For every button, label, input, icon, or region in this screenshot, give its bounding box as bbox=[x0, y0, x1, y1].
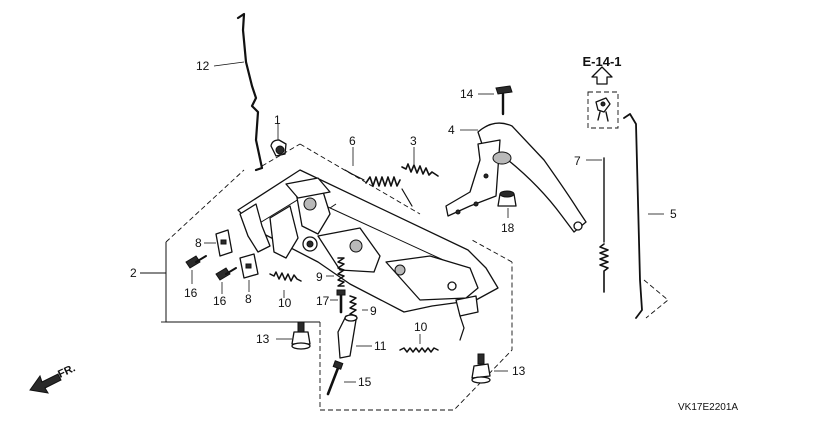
reference-dashed-box bbox=[587, 91, 619, 129]
front-arrow-icon bbox=[29, 373, 62, 394]
part-13-bolt-a bbox=[276, 321, 311, 350]
callout-14: 14 bbox=[460, 87, 474, 101]
callout-17: 17 bbox=[316, 294, 330, 308]
main-bracket bbox=[237, 169, 499, 341]
reference-group: E-14-1 bbox=[582, 54, 622, 129]
part-13-bolt-b bbox=[471, 353, 508, 384]
callout-3: 3 bbox=[410, 134, 417, 148]
part-4-bracket bbox=[445, 122, 587, 233]
reference-clip-icon bbox=[595, 97, 611, 122]
part-14-pin bbox=[478, 85, 513, 116]
part-9-spring-a bbox=[326, 257, 345, 287]
callout-12: 12 bbox=[196, 59, 210, 73]
part-16-bolt-a bbox=[185, 255, 207, 284]
part-10-spring-a bbox=[269, 271, 302, 298]
part-3-spring bbox=[401, 147, 439, 177]
callout-13a: 13 bbox=[256, 332, 270, 346]
diagram-code: VK17E2201A bbox=[678, 402, 738, 413]
callout-6: 6 bbox=[349, 134, 356, 148]
part-9-spring-b bbox=[349, 295, 368, 317]
callout-5: 5 bbox=[670, 207, 677, 221]
front-label: FR. bbox=[56, 362, 77, 380]
callout-10a: 10 bbox=[278, 296, 292, 310]
part-11-collar bbox=[337, 314, 372, 359]
part-10-spring-b bbox=[399, 334, 439, 353]
callout-11: 11 bbox=[374, 339, 387, 353]
callout-13b: 13 bbox=[512, 364, 526, 378]
callout-8a: 8 bbox=[195, 236, 202, 250]
callout-10b: 10 bbox=[414, 320, 428, 334]
up-arrow-icon bbox=[591, 66, 613, 85]
callout-4: 4 bbox=[448, 123, 455, 137]
part-2-assembly-outline bbox=[140, 143, 513, 411]
part-12-rod bbox=[213, 12, 264, 172]
callout-numbers: 12 1 6 3 14 4 7 5 18 2 8 8 16 16 10 9 17… bbox=[130, 59, 677, 389]
callout-9a: 9 bbox=[316, 270, 323, 284]
part-15-bolt bbox=[326, 360, 356, 396]
callout-8b: 8 bbox=[245, 292, 252, 306]
callout-15: 15 bbox=[358, 375, 372, 389]
part-8-clip-upper bbox=[204, 229, 233, 257]
callout-16a: 16 bbox=[184, 286, 198, 300]
part-5-rod bbox=[623, 113, 669, 319]
callout-2: 2 bbox=[130, 266, 137, 280]
callout-9b: 9 bbox=[370, 304, 377, 318]
callout-1: 1 bbox=[274, 113, 281, 127]
part-7-cable bbox=[586, 157, 609, 293]
part-1-clip bbox=[270, 123, 287, 157]
part-16-bolt-b bbox=[215, 267, 237, 294]
part-8-clip-lower bbox=[239, 253, 259, 292]
callout-16b: 16 bbox=[213, 294, 227, 308]
part-18-nut bbox=[497, 190, 517, 218]
callout-18: 18 bbox=[501, 221, 515, 235]
reference-label: E-14-1 bbox=[582, 54, 621, 69]
front-direction-indicator: FR. bbox=[29, 362, 77, 394]
callout-7: 7 bbox=[574, 154, 581, 168]
part-17-bolt bbox=[330, 289, 346, 314]
